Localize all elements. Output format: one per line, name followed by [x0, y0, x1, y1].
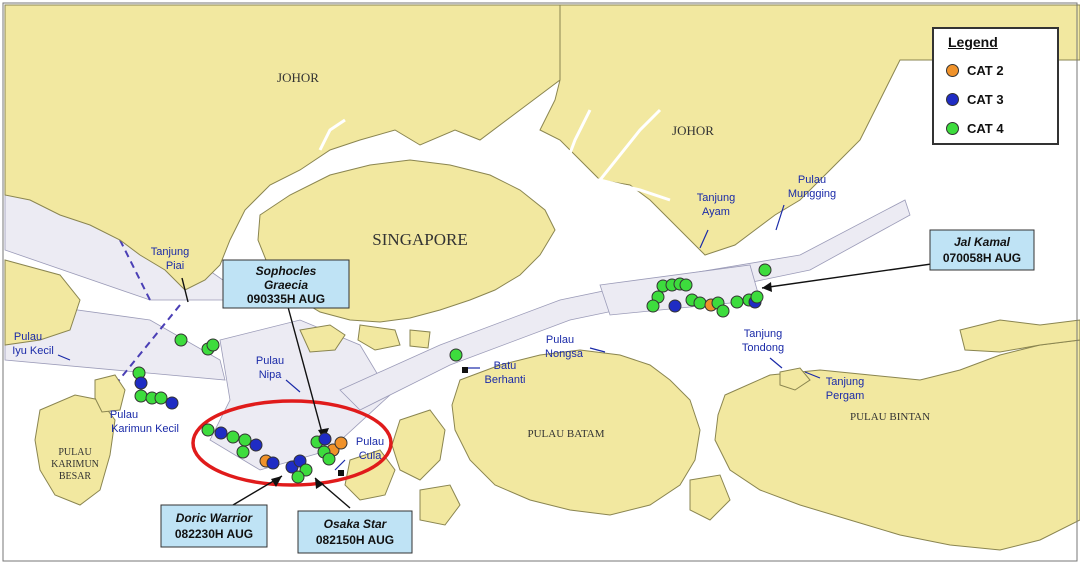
incident-marker[interactable]: [646, 299, 660, 313]
legend-item-cat3: CAT 3: [946, 92, 1004, 107]
pulau-karimun-kecil-label-2: Karimun Kecil: [111, 423, 179, 435]
incident-marker[interactable]: [750, 290, 764, 304]
tanjung-ayam-label-1: Tanjung: [697, 192, 736, 204]
karimun-label-3: BESAR: [59, 471, 92, 482]
pulau-nipa-label-2: Nipa: [259, 369, 283, 381]
incident-marker[interactable]: [214, 426, 228, 440]
callout-sophocles-line2: Graecia: [264, 278, 308, 292]
west-coast-land: [4, 259, 81, 346]
callout-sophocles-line1: Sophocles: [256, 264, 317, 278]
incident-marker[interactable]: [226, 430, 240, 444]
karimun-besar-land: [34, 394, 116, 506]
incident-marker[interactable]: [201, 423, 215, 437]
incident-markers: [132, 263, 772, 484]
johor-east-label: JOHOR: [672, 123, 714, 138]
highlight-ellipse: [191, 399, 393, 487]
pulau-nipa-label-1: Pulau: [256, 355, 284, 367]
batu-berhanti-marker: [462, 367, 468, 373]
bintan-land: [714, 339, 1080, 551]
legend-title: Legend: [948, 34, 998, 50]
incident-marker[interactable]: [174, 333, 188, 347]
singapore-south-islands: [299, 324, 346, 353]
callout-jal-kamal: Jal Kamal 070058H AUG: [929, 229, 1035, 271]
legend-item-cat4: CAT 4: [946, 121, 1004, 136]
cat4-dot-icon: [946, 122, 959, 135]
incident-marker[interactable]: [334, 436, 348, 450]
callout-jal-kamal-line1: Jal Kamal: [954, 235, 1011, 249]
pulau-nongsa-label-1: Pulau: [546, 334, 574, 346]
tanjung-pergam-label-1: Tanjung: [826, 376, 865, 388]
incident-marker[interactable]: [679, 278, 693, 292]
incident-marker[interactable]: [293, 454, 307, 468]
tanjung-pergam-label-2: Pergam: [826, 390, 865, 402]
pulau-karimun-kecil-label-1: Pulau: [110, 409, 138, 421]
tanjung-tondong-label-1: Tanjung: [744, 328, 783, 340]
pulau-iyu-label-2: Iyu Kecil: [12, 345, 54, 357]
cat2-dot-icon: [946, 64, 959, 77]
incident-marker[interactable]: [730, 295, 744, 309]
callout-sophocles-graecia: Sophocles Graecia 090335H AUG: [222, 259, 350, 309]
callout-doric-line1: Doric Warrior: [176, 511, 254, 525]
pulau-cula-label-1: Pulau: [356, 436, 384, 448]
callout-osaka-star: Osaka Star 082150H AUG: [297, 510, 413, 554]
batu-berhanti-label-1: Batu: [494, 360, 517, 372]
callout-osaka-line2: 082150H AUG: [316, 533, 394, 547]
tanjung-ayam-label-2: Ayam: [702, 206, 730, 218]
incident-marker[interactable]: [134, 376, 148, 390]
legend-item-label: CAT 3: [967, 92, 1004, 107]
incident-marker[interactable]: [318, 432, 332, 446]
callout-sophocles-line3: 090335H AUG: [247, 292, 325, 306]
karimun-kecil-land: [94, 374, 126, 413]
incident-marker[interactable]: [266, 456, 280, 470]
incident-marker[interactable]: [449, 348, 463, 362]
johor-east-land: [539, 4, 1080, 256]
incident-marker[interactable]: [758, 263, 772, 277]
incident-marker[interactable]: [291, 470, 305, 484]
incident-marker[interactable]: [238, 433, 252, 447]
pulau-mungging-label-2: Mungging: [788, 188, 836, 200]
legend-item-label: CAT 4: [967, 121, 1004, 136]
callout-doric-warrior: Doric Warrior 082230H AUG: [160, 504, 268, 548]
incident-marker[interactable]: [134, 389, 148, 403]
incident-marker[interactable]: [716, 304, 730, 318]
johor-west-label: JOHOR: [277, 70, 319, 85]
legend-item-cat2: CAT 2: [946, 63, 1004, 78]
tanjung-piai-label-1: Tanjung: [151, 246, 190, 258]
pulau-bintan-label: PULAU BINTAN: [850, 411, 930, 423]
rivers: [318, 108, 671, 202]
karimun-label-1: PULAU: [58, 447, 92, 458]
callout-osaka-line1: Osaka Star: [324, 517, 388, 531]
callout-doric-line2: 082230H AUG: [175, 527, 253, 541]
callout-jal-kamal-line2: 070058H AUG: [943, 251, 1021, 265]
incident-marker[interactable]: [668, 299, 682, 313]
incident-marker[interactable]: [165, 396, 179, 410]
label-arrows: [57, 204, 821, 471]
tanjung-tondong-label-2: Tondong: [742, 342, 784, 354]
pulau-mungging-label-1: Pulau: [798, 174, 826, 186]
incident-marker[interactable]: [154, 391, 168, 405]
pulau-cula-marker: [338, 470, 344, 476]
incident-marker[interactable]: [322, 452, 336, 466]
incident-marker[interactable]: [206, 338, 220, 352]
pulau-cula-label-2: Cula: [359, 450, 383, 462]
pulau-batam-label: PULAU BATAM: [527, 428, 604, 440]
limit-lines: [114, 239, 181, 386]
incident-marker[interactable]: [249, 438, 263, 452]
legend-item-label: CAT 2: [967, 63, 1004, 78]
incident-marker[interactable]: [236, 445, 250, 459]
johor-west-land: [4, 4, 561, 291]
batam-land: [451, 349, 701, 516]
pulau-iyu-label-1: Pulau: [14, 331, 42, 343]
incident-marker[interactable]: [693, 296, 707, 310]
tanjung-piai-label-2: Piai: [166, 260, 184, 272]
batu-berhanti-label-2: Berhanti: [485, 374, 526, 386]
pulau-nongsa-label-2: Nongsa: [545, 348, 584, 360]
karimun-label-2: KARIMUN: [51, 459, 99, 470]
legend: Legend CAT 2 CAT 3 CAT 4: [932, 27, 1059, 145]
cat3-dot-icon: [946, 93, 959, 106]
singapore-label: SINGAPORE: [372, 230, 467, 249]
